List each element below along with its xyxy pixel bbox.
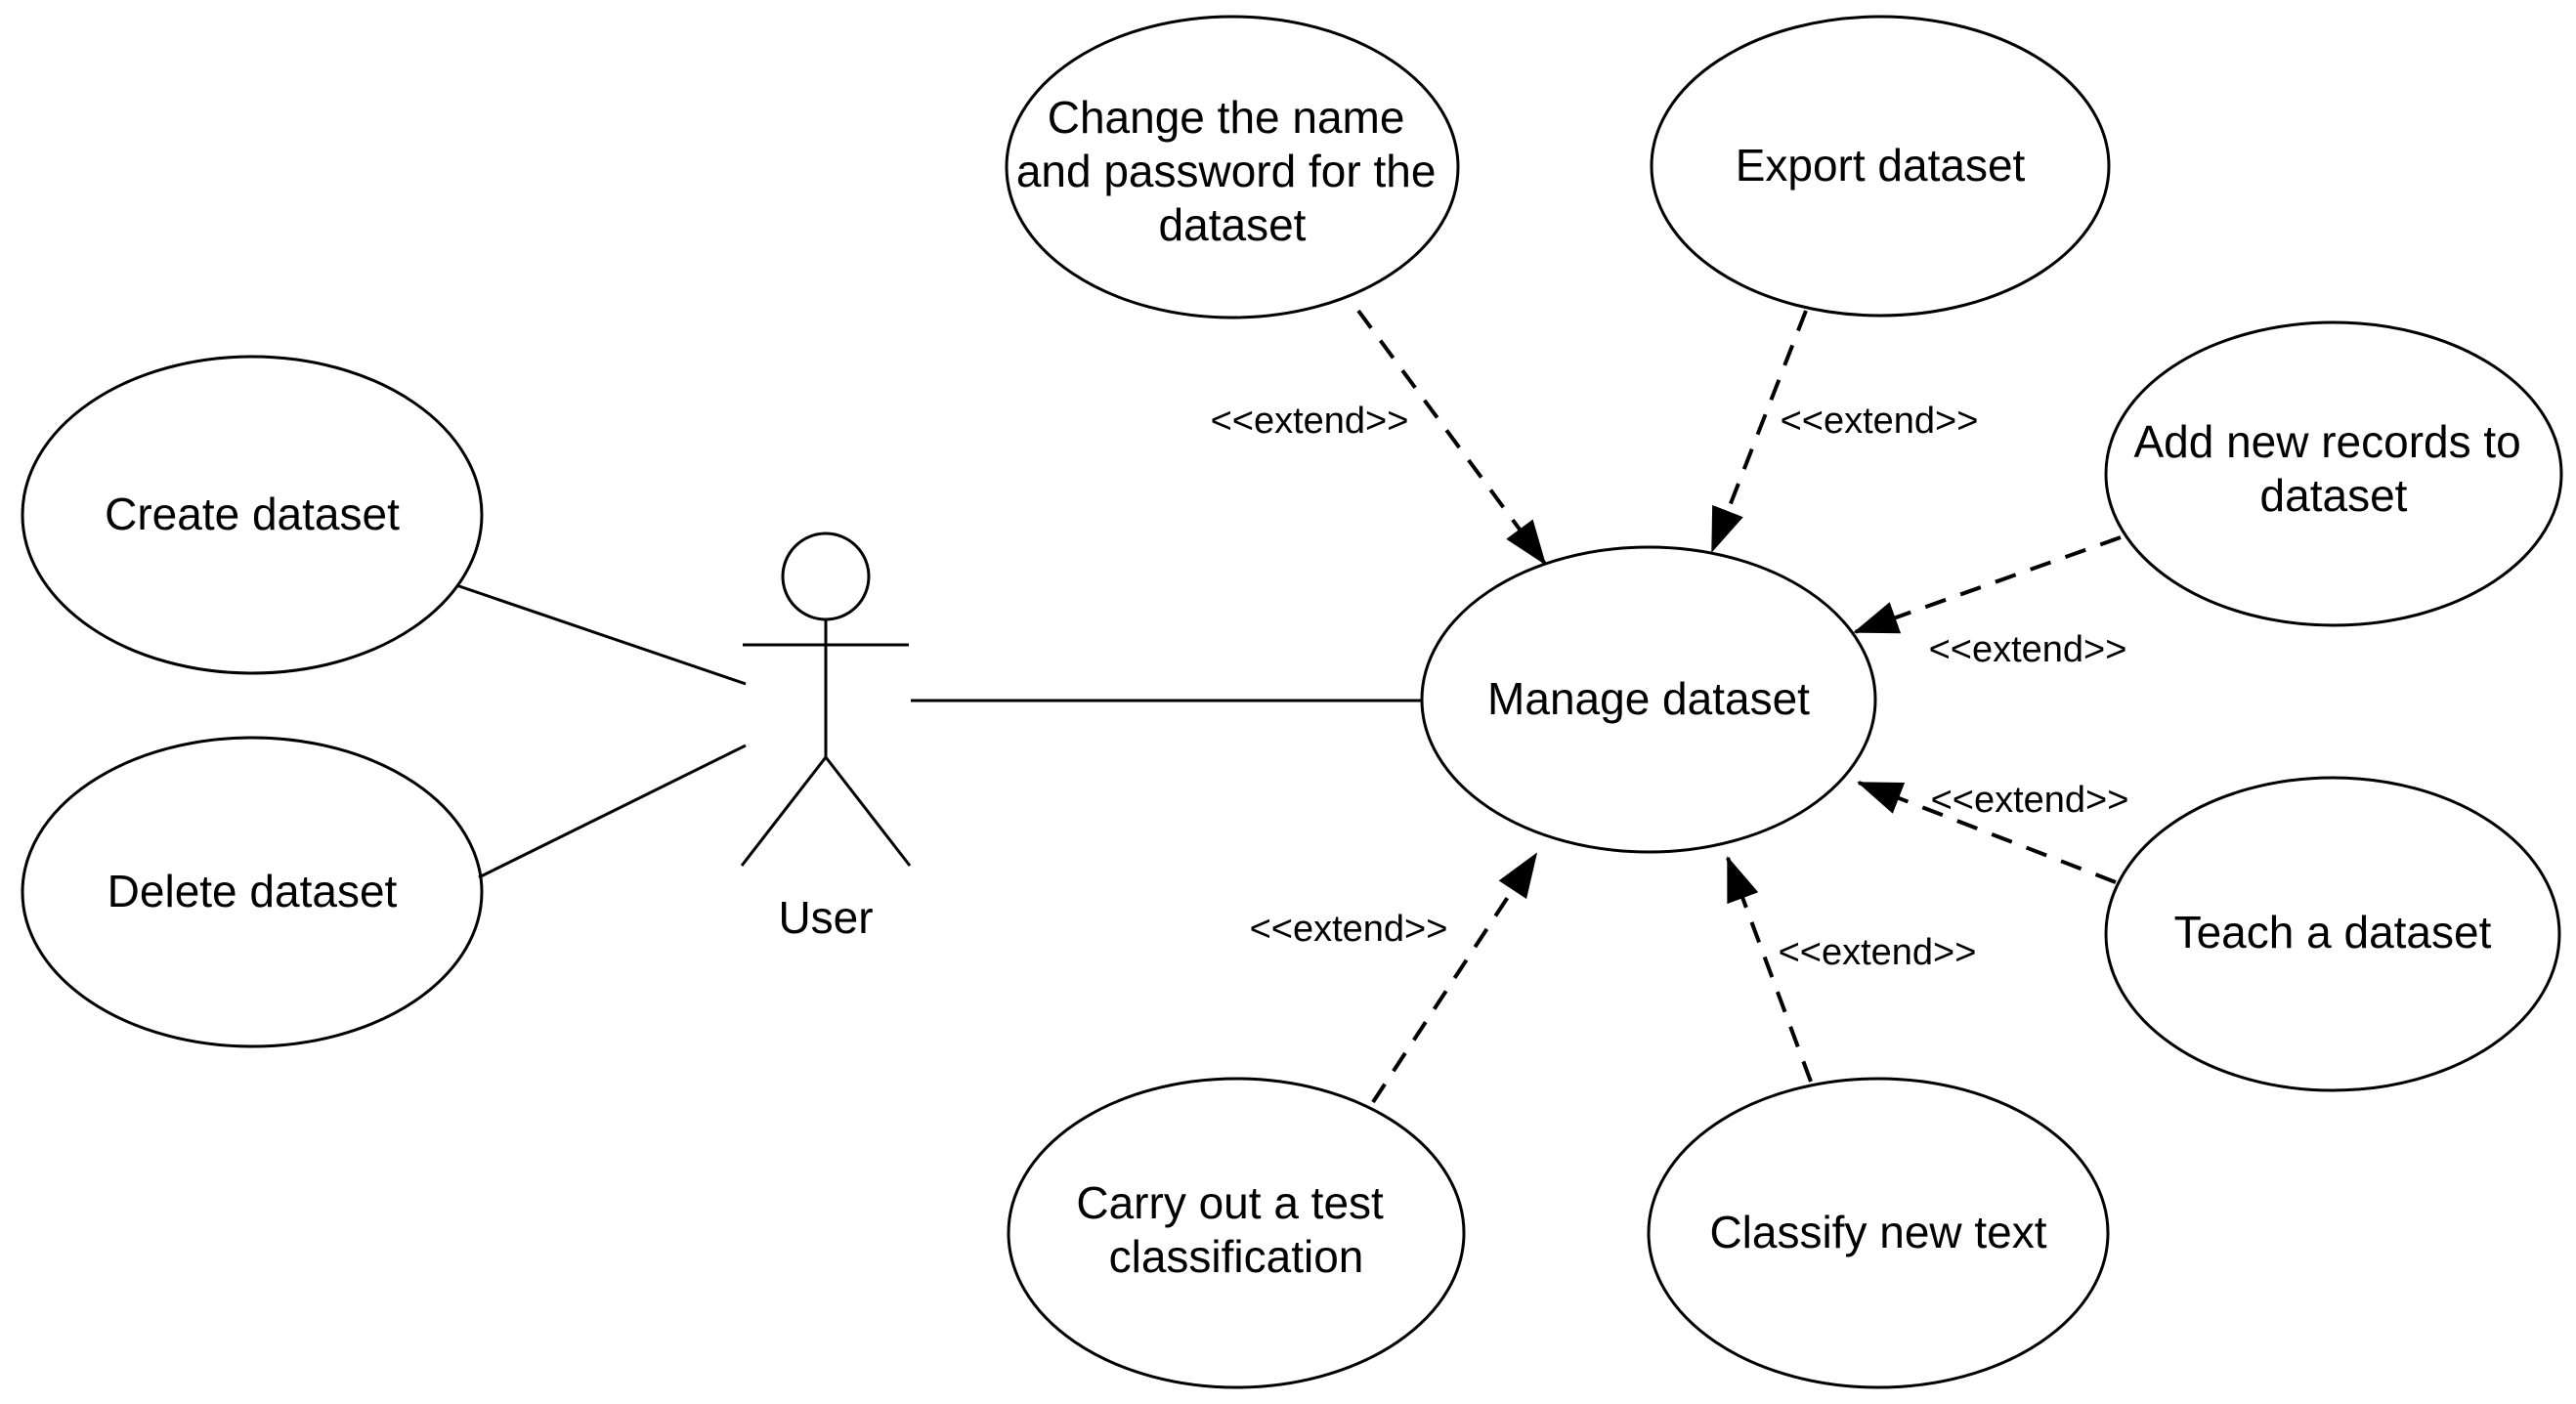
- actor-left-leg: [740, 756, 828, 867]
- classify-new-text-ellipse: [1647, 1077, 2110, 1389]
- use-case-export-dataset: Export dataset: [1650, 15, 2111, 318]
- association-user-delete-dataset: [478, 744, 747, 879]
- add-new-records-label-line: Add new records to: [2133, 416, 2520, 467]
- extend-label-teach: <<extend>>: [1931, 780, 2129, 821]
- extend-arrows: [1356, 309, 2122, 1104]
- use-case-teach-dataset: Teach a dataset: [2104, 776, 2561, 1092]
- use-case-classify-new-text: Classify new text: [1647, 1077, 2110, 1389]
- add-new-records-ellipse: [2104, 320, 2563, 627]
- extend-label-classify: <<extend>>: [1779, 932, 1977, 973]
- carry-out-test-classification-label-line: classification: [1109, 1231, 1364, 1282]
- actor-user-label: User: [778, 892, 873, 943]
- add-new-records-label: Add new records to dataset: [2133, 416, 2533, 521]
- teach-dataset-ellipse: [2104, 776, 2561, 1092]
- carry-out-test-classification-ellipse: [1007, 1077, 1466, 1389]
- use-case-create-dataset: Create dataset: [21, 355, 484, 675]
- teach-dataset-label: Teach a dataset: [2174, 907, 2492, 957]
- classify-new-text-label: Classify new text: [1709, 1207, 2046, 1257]
- delete-dataset-label-line: Delete dataset: [107, 866, 398, 916]
- carry-out-test-classification-label-line: Carry out a test: [1076, 1177, 1384, 1228]
- teach-dataset-label-line: Teach a dataset: [2174, 907, 2492, 957]
- delete-dataset-label: Delete dataset: [107, 866, 398, 916]
- extend-label-add: <<extend>>: [1929, 629, 2127, 670]
- use-case-add-new-records: Add new records to dataset: [2104, 320, 2563, 627]
- extend-label-export: <<extend>>: [1781, 401, 1979, 442]
- actor-head: [781, 532, 871, 621]
- actor-right-leg: [824, 756, 912, 867]
- use-case-change-name-password: Change the name and password for the dat…: [1005, 15, 1460, 319]
- create-dataset-label: Create dataset: [105, 489, 400, 539]
- extend-arrow-change-to-manage: [1356, 309, 1547, 566]
- extend-arrow-classify-to-manage: [1726, 856, 1813, 1083]
- create-dataset-ellipse: [21, 355, 484, 675]
- change-name-password-label-line: dataset: [1159, 199, 1307, 250]
- classify-new-text-label-line: Classify new text: [1709, 1207, 2046, 1257]
- extend-arrow-add-to-manage: [1853, 535, 2122, 634]
- change-name-password-label-line: and password for the: [1016, 146, 1437, 196]
- add-new-records-label-line: dataset: [2260, 470, 2408, 521]
- change-name-password-label-line: Change the name: [1048, 92, 1405, 143]
- change-name-password-label: Change the name and password for the dat…: [1016, 92, 1448, 250]
- association-user-create-dataset: [455, 583, 747, 686]
- delete-dataset-ellipse: [21, 736, 484, 1048]
- actor-user: User: [740, 532, 912, 943]
- extend-arrow-export-to-manage: [1710, 310, 1808, 553]
- extend-arrow-carry-to-manage: [1371, 852, 1538, 1104]
- change-name-password-ellipse: [1005, 15, 1460, 319]
- export-dataset-label-line: Export dataset: [1736, 140, 2026, 191]
- extend-labels: <<extend>> <<extend>> <<extend>> <<exten…: [1211, 401, 2129, 973]
- use-case-delete-dataset: Delete dataset: [21, 736, 484, 1048]
- extend-label-carry: <<extend>>: [1250, 909, 1448, 950]
- extend-label-change: <<extend>>: [1211, 401, 1409, 442]
- use-case-manage-dataset: Manage dataset: [1420, 545, 1877, 854]
- extend-arrow-teach-to-manage: [1857, 781, 2117, 884]
- create-dataset-label-line: Create dataset: [105, 489, 400, 539]
- associations: [455, 583, 1422, 879]
- manage-dataset-label: Manage dataset: [1487, 673, 1810, 724]
- manage-dataset-label-line: Manage dataset: [1487, 673, 1810, 724]
- export-dataset-label: Export dataset: [1736, 140, 2026, 191]
- export-dataset-ellipse: [1650, 15, 2111, 318]
- use-case-carry-out-test-classification: Carry out a test classification: [1007, 1077, 1466, 1389]
- carry-out-test-classification-label: Carry out a test classification: [1076, 1177, 1395, 1282]
